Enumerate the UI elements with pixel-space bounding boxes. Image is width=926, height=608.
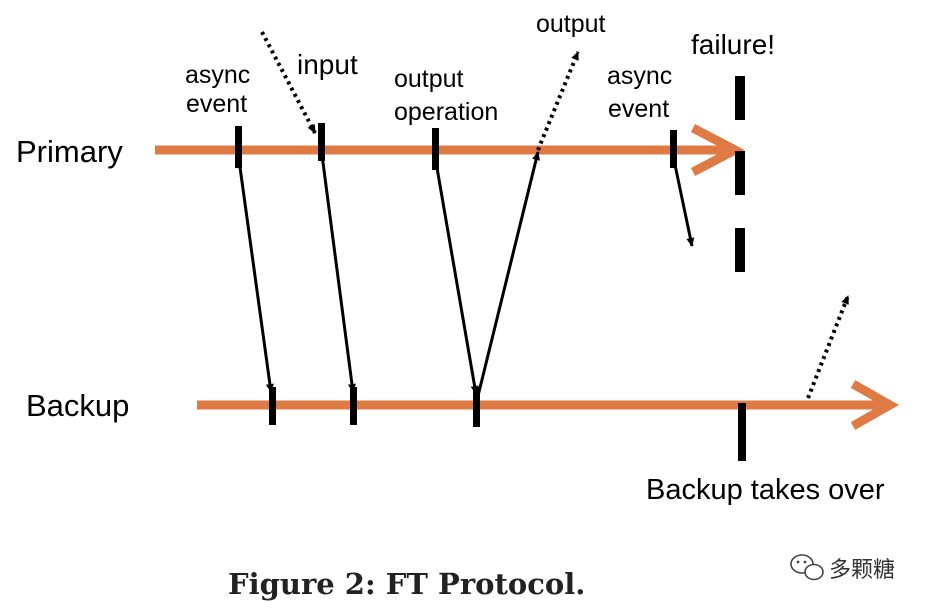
output-operation-label-line1: output: [394, 65, 464, 93]
backup-tick-input: [350, 387, 357, 425]
primary-label: Primary: [16, 134, 123, 169]
backup-output-dotted-arrow: [806, 295, 850, 399]
failure-bar: [735, 76, 745, 272]
failure-label: failure!: [691, 29, 775, 60]
lost-async-event-arrow: [672, 159, 695, 247]
backup-takes-over-label: Backup takes over: [646, 474, 885, 506]
watermark-text: 多颗糖: [829, 558, 895, 583]
backup-tick-async-event: [269, 387, 276, 425]
primary-tick-async-event-2: [670, 130, 677, 168]
primary-timeline: [155, 124, 745, 176]
async-event-2-label-line1: async: [607, 62, 672, 90]
async-event-label-line1: async: [185, 61, 250, 89]
primary-tick-input: [318, 123, 325, 161]
async-event-label-line2: event: [186, 90, 247, 118]
input-label: input: [297, 49, 358, 80]
backup-tick-takeover: [738, 403, 746, 461]
backup-tick-output-operation: [473, 387, 480, 427]
backup-label: Backup: [26, 388, 129, 423]
figure-caption: Figure 2: FT Protocol.: [228, 567, 585, 601]
output-label: output: [536, 10, 606, 38]
replicate-arrow-input: [320, 154, 356, 393]
input-dotted-arrow: [260, 31, 317, 134]
ack-arrow-to-primary: [475, 151, 540, 401]
replicate-arrow-async-event: [237, 159, 274, 393]
wechat-icon: [790, 554, 824, 581]
replicate-arrow-output-operation: [434, 161, 479, 395]
backup-timeline: [197, 380, 900, 430]
async-event-2-label-line2: event: [608, 95, 669, 123]
output-dotted-arrow: [536, 51, 580, 151]
primary-tick-async-event: [235, 126, 242, 168]
output-operation-label-line2: operation: [394, 98, 498, 126]
primary-tick-output-operation: [432, 128, 439, 170]
